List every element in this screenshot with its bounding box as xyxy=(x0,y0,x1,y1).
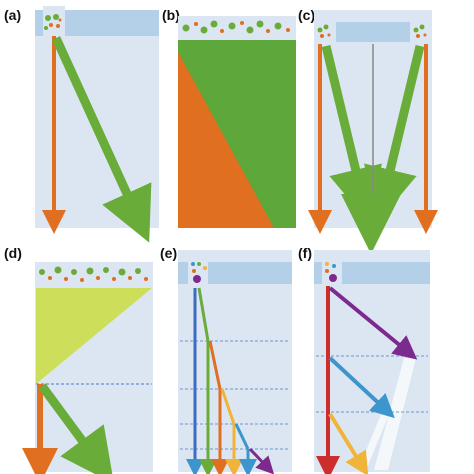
panel-f-blue-arrow xyxy=(328,356,395,419)
panel-f-label: (f) xyxy=(298,245,312,261)
panel-d: (d) xyxy=(4,245,153,474)
panel-c-source-left xyxy=(314,18,336,44)
panel-f-purple-arrow xyxy=(328,286,418,360)
panel-b-particles xyxy=(182,20,290,34)
panel-b-source-strip xyxy=(178,16,296,38)
panel-b-label: (b) xyxy=(162,7,180,23)
panel-e-label: (e) xyxy=(160,245,177,261)
panel-a-label: (a) xyxy=(4,7,21,23)
panel-f: (f) xyxy=(298,245,430,474)
panel-c: (c) xyxy=(298,7,438,254)
panel-e-particles xyxy=(191,262,207,283)
panel-c-label: (c) xyxy=(298,7,315,23)
panel-d-particles xyxy=(39,266,148,282)
panel-c-green-arrow-left xyxy=(321,44,382,223)
panel-c-particles xyxy=(317,24,427,38)
panel-e-green-diagonal xyxy=(197,287,210,342)
panel-b-orange-region xyxy=(178,52,274,228)
panel-e-purple-arrow xyxy=(248,447,275,474)
panel-a-green-arrow xyxy=(51,36,152,243)
panel-e-yellow-diagonal xyxy=(220,388,236,425)
panel-d-label: (d) xyxy=(4,245,22,261)
panel-a-particles xyxy=(44,14,62,30)
panel-e: (e) xyxy=(160,245,292,474)
panel-f-white-wedge-1 xyxy=(374,358,416,470)
panel-c-green-arrow-right xyxy=(364,44,425,223)
panel-b: (b) xyxy=(162,7,296,228)
panel-c-source-right xyxy=(410,18,432,44)
panel-f-top-band xyxy=(314,262,430,284)
panel-e-orange-diagonal xyxy=(208,340,222,390)
panel-e-lightblue-diagonal xyxy=(234,423,250,450)
panel-d-green-arrow xyxy=(38,383,115,474)
panel-f-particles xyxy=(325,262,337,282)
panel-d-lime-region xyxy=(36,288,152,384)
panel-c-top-band xyxy=(314,22,432,42)
panel-a: (a) xyxy=(4,6,159,243)
panel-a-source-box xyxy=(43,6,65,36)
panel-f-yellow-arrow xyxy=(328,412,369,474)
